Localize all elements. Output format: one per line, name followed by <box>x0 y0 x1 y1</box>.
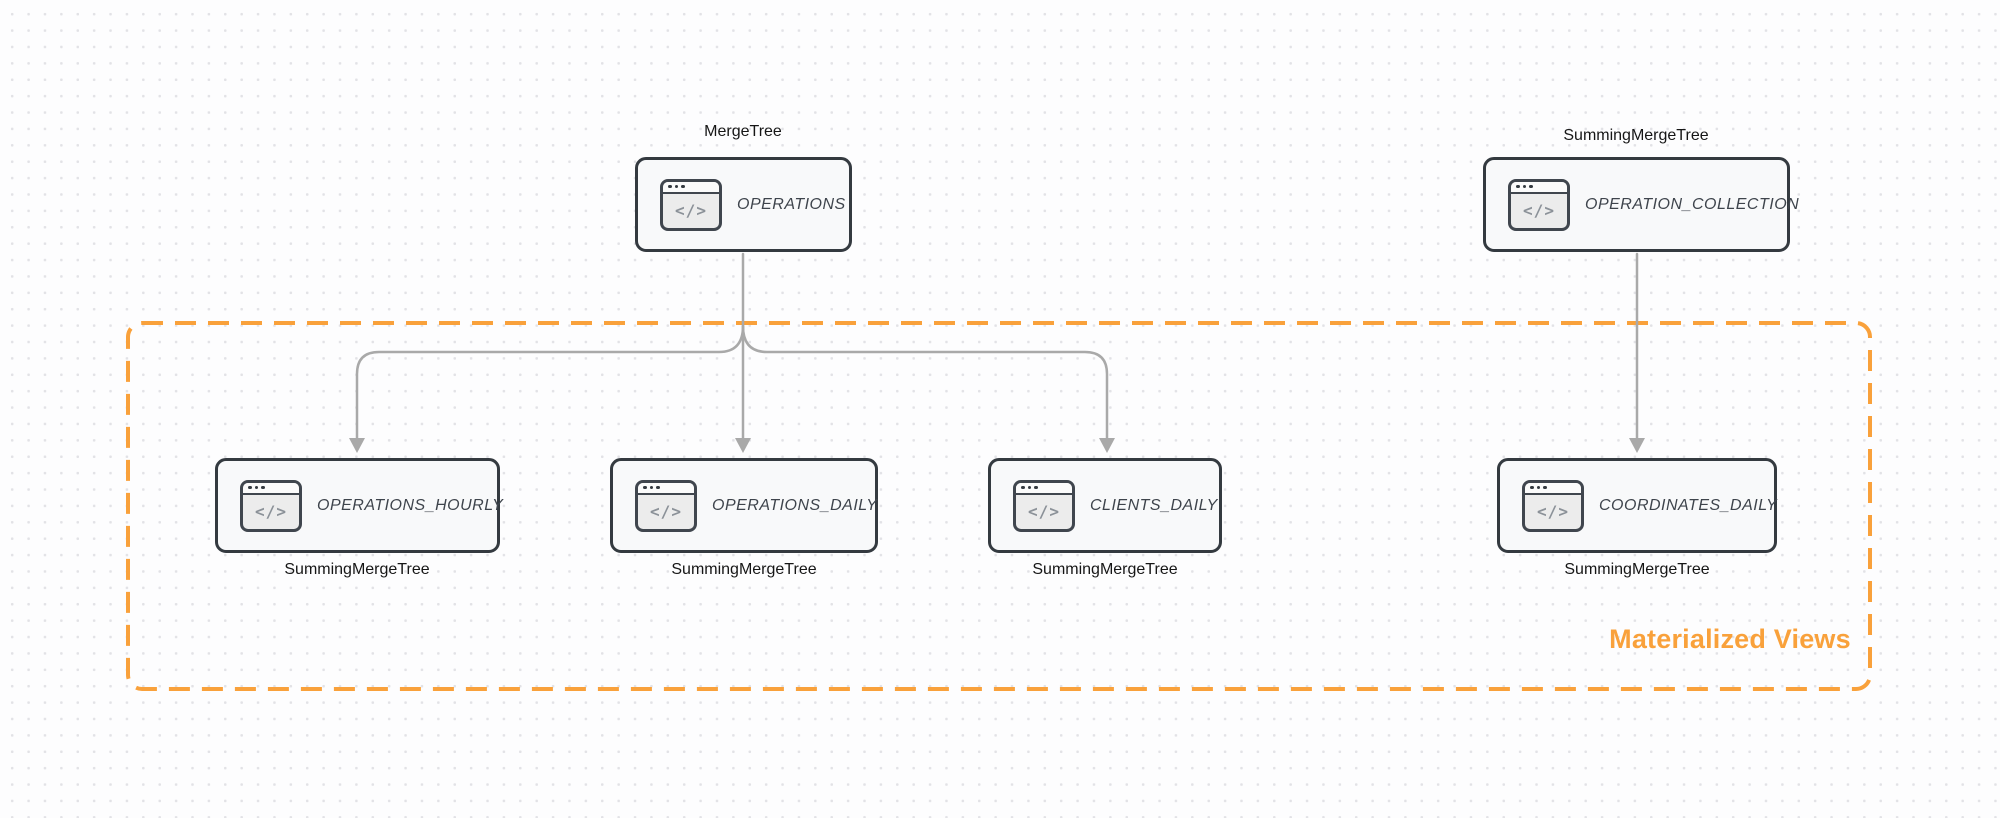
node-title: CLIENTS_DAILY <box>1090 496 1218 514</box>
node-title: COORDINATES_DAILY <box>1599 496 1778 514</box>
code-glyph: </> <box>255 502 287 521</box>
node-operations-daily[interactable]: </> OPERATIONS_DAILY <box>610 458 878 553</box>
connector-operations-to-operations-hourly <box>355 324 745 442</box>
window-dots <box>663 181 719 194</box>
node-clients-daily[interactable]: </> CLIENTS_DAILY <box>988 458 1222 553</box>
code-window-icon: </> <box>660 178 722 231</box>
code-glyph: </> <box>1028 502 1060 521</box>
node-title: OPERATIONS_DAILY <box>712 496 878 514</box>
window-dots <box>638 482 694 495</box>
engine-label-operations-hourly: SummingMergeTree <box>284 561 430 578</box>
connector-operations-to-clients-daily <box>741 324 1109 442</box>
materialized-views-group-border <box>126 321 1872 691</box>
materialized-views-label: Materialized Views <box>1609 624 1851 654</box>
engine-label-operation-collection: SummingMergeTree <box>1563 127 1709 144</box>
window-dots <box>243 482 299 495</box>
code-window-icon: </> <box>1508 178 1570 231</box>
arrowhead-operations-hourly <box>349 438 365 453</box>
code-glyph: </> <box>650 502 682 521</box>
window-dots <box>1511 181 1567 194</box>
node-title: OPERATIONS_HOURLY <box>317 496 504 514</box>
engine-label-coordinates-daily: SummingMergeTree <box>1564 561 1710 578</box>
arrowhead-clients-daily <box>1099 438 1115 453</box>
code-window-icon: </> <box>1013 479 1075 532</box>
node-coordinates-daily[interactable]: </> COORDINATES_DAILY <box>1497 458 1777 553</box>
code-glyph: </> <box>1523 201 1555 220</box>
code-window-icon: </> <box>635 479 697 532</box>
code-glyph: </> <box>1537 502 1569 521</box>
window-dots <box>1525 482 1581 495</box>
arrowhead-coordinates-daily <box>1629 438 1645 453</box>
engine-label-operations: MergeTree <box>704 123 782 140</box>
code-glyph: </> <box>675 201 707 220</box>
arrowhead-operations-daily <box>735 438 751 453</box>
code-window-icon: </> <box>240 479 302 532</box>
node-operation-collection[interactable]: </> OPERATION_COLLECTION <box>1483 157 1799 252</box>
node-title: OPERATION_COLLECTION <box>1585 195 1800 213</box>
node-operations[interactable]: </> OPERATIONS <box>635 157 852 252</box>
engine-label-clients-daily: SummingMergeTree <box>1032 561 1178 578</box>
window-dots <box>1016 482 1072 495</box>
engine-label-operations-daily: SummingMergeTree <box>671 561 817 578</box>
code-window-icon: </> <box>1522 479 1584 532</box>
node-operations-hourly[interactable]: </> OPERATIONS_HOURLY <box>215 458 504 553</box>
node-title: OPERATIONS <box>737 195 846 213</box>
